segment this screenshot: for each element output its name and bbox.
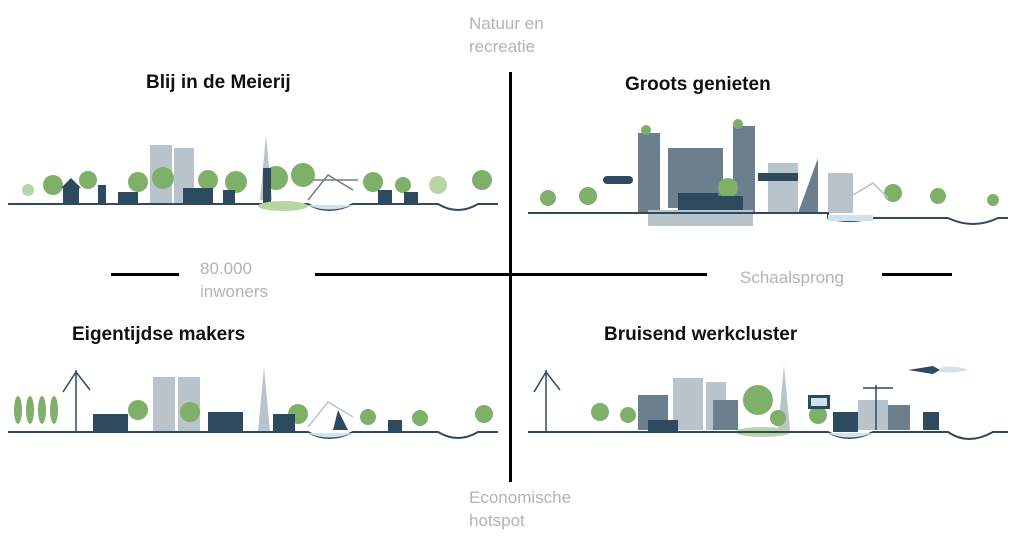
axis-label-bottom: Economische hotspot [469,488,572,530]
vertical-axis [509,72,512,482]
quadrant-title-bottom-right: Bruisend werkcluster [604,324,798,345]
illustration-big-city [528,119,1008,226]
illustration-makers [8,367,498,439]
axis-label-right: Schaalsprong [740,268,844,287]
axis-label-left: 80.000 inwoners [200,259,269,301]
axis-label-top: Natuur en recreatie [469,14,544,56]
quadrant-title-top-left: Blij in de Meierij [146,72,291,93]
horizontal-axis-left-segment [111,273,179,276]
horizontal-axis-center-segment [315,273,707,276]
horizontal-axis-right-segment [882,273,952,276]
illustration-village [8,135,498,211]
quadrant-title-top-right: Groots genieten [625,74,771,95]
illustration-work-cluster [528,365,1008,440]
quadrant-title-bottom-left: Eigentijdse makers [72,324,246,345]
